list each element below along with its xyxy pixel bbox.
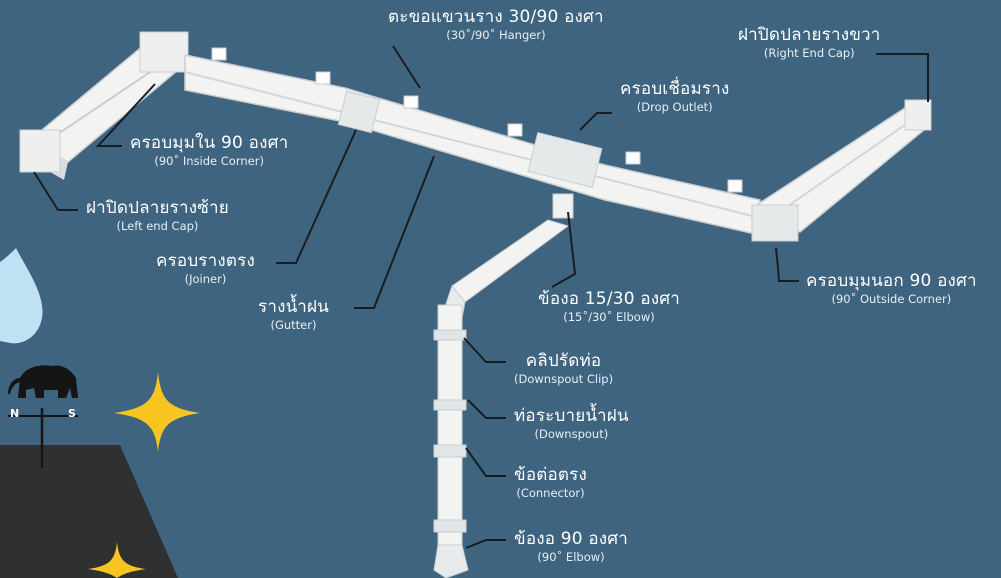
label-connector: ข้อต่อตรง (Connector)	[514, 466, 587, 499]
label-inside-corner-en: (90˚ Inside Corner)	[154, 153, 264, 168]
label-right-end-cap-en: (Right End Cap)	[763, 45, 855, 60]
label-right-end-cap: ฝาปิดปลายรางขวา (Right End Cap)	[738, 26, 881, 59]
label-connector-en: (Connector)	[516, 485, 585, 500]
label-hanger: ตะขอแขวนราง 30/90 องศา (30˚/90˚ Hanger)	[388, 8, 604, 41]
label-gutter-th: รางน้ำฝน	[258, 297, 329, 317]
label-outside-corner: ครอบมุมนอก 90 องศา (90˚ Outside Corner)	[806, 272, 977, 305]
label-joiner-th: ครอบรางตรง	[156, 251, 255, 271]
label-connector-th: ข้อต่อตรง	[514, 465, 587, 485]
leader-joiner	[276, 129, 357, 264]
label-outside-corner-th: ครอบมุมนอก 90 องศา	[806, 271, 977, 291]
label-left-end-cap: ฝาปิดปลายรางซ้าย (Left end Cap)	[86, 199, 229, 232]
leader-elbow-90	[465, 539, 506, 549]
label-elbow-90-en: (90˚ Elbow)	[537, 549, 605, 564]
gutter-run-right	[750, 99, 932, 242]
label-downspout-clip-th: คลิปรัดท่อ	[525, 351, 602, 371]
label-hanger-en: (30˚/90˚ Hanger)	[446, 27, 546, 42]
leader-downspout	[467, 399, 506, 419]
leader-hanger	[392, 45, 421, 89]
label-elbow-15-30-th: ข้องอ 15/30 องศา	[538, 289, 680, 309]
leader-downspout-clip	[463, 337, 506, 363]
label-joiner-en: (Joiner)	[184, 271, 227, 286]
label-drop-outlet: ครอบเชื่อมราง (Drop Outlet)	[620, 80, 729, 113]
label-left-end-cap-en: (Left end Cap)	[116, 218, 199, 233]
label-downspout: ท่อระบายน้ำฝน (Downspout)	[514, 407, 629, 440]
star-icon-small	[88, 542, 146, 578]
label-elbow-15-30-en: (15˚/30˚ Elbow)	[563, 309, 655, 324]
label-inside-corner: ครอบมุมใน 90 องศา (90˚ Inside Corner)	[130, 134, 288, 167]
raindrop-icon	[0, 248, 43, 344]
label-outside-corner-en: (90˚ Outside Corner)	[831, 291, 952, 306]
label-hanger-th: ตะขอแขวนราง 30/90 องศา	[388, 7, 604, 27]
label-left-end-cap-th: ฝาปิดปลายรางซ้าย	[86, 198, 229, 218]
label-inside-corner-th: ครอบมุมใน 90 องศา	[130, 133, 289, 153]
label-drop-outlet-th: ครอบเชื่อมราง	[620, 79, 730, 99]
left-end-cap-block	[19, 129, 61, 173]
label-drop-outlet-en: (Drop Outlet)	[636, 99, 713, 114]
downspout-assembly	[433, 193, 574, 578]
label-elbow-15-30: ข้องอ 15/30 องศา (15˚/30˚ Elbow)	[538, 290, 680, 323]
label-elbow-90-th: ข้องอ 90 องศา	[514, 529, 629, 549]
leader-lines	[33, 45, 929, 549]
leader-right-end-cap	[876, 53, 929, 102]
leader-inside-corner	[95, 83, 156, 147]
label-downspout-clip-en: (Downspout Clip)	[514, 371, 614, 386]
roof-shape	[0, 445, 178, 578]
inside-corner-block	[139, 31, 189, 73]
weathervane-icon	[8, 365, 78, 468]
label-joiner: ครอบรางตรง (Joiner)	[156, 252, 255, 285]
leader-elbow-15-30	[551, 211, 577, 288]
label-downspout-en: (Downspout)	[534, 426, 609, 441]
label-downspout-clip: คลิปรัดท่อ (Downspout Clip)	[514, 352, 613, 385]
drop-outlet-block	[527, 132, 603, 188]
label-gutter-en: (Gutter)	[270, 317, 317, 332]
leader-left-end-cap	[33, 171, 78, 211]
star-icon	[114, 372, 200, 452]
leader-outside-corner	[775, 247, 799, 282]
hanger-brackets	[211, 47, 743, 193]
label-right-end-cap-th: ฝาปิดปลายรางขวา	[738, 25, 881, 45]
weathervane-north: N	[10, 407, 20, 420]
leader-gutter	[354, 155, 435, 309]
weathervane-south: S	[68, 407, 76, 420]
leader-drop-outlet	[579, 112, 612, 131]
joiner-block	[337, 90, 381, 134]
label-downspout-th: ท่อระบายน้ำฝน	[514, 406, 629, 426]
label-gutter: รางน้ำฝน (Gutter)	[258, 298, 329, 331]
leader-connector	[465, 447, 506, 477]
label-elbow-90: ข้องอ 90 องศา (90˚ Elbow)	[514, 530, 628, 563]
